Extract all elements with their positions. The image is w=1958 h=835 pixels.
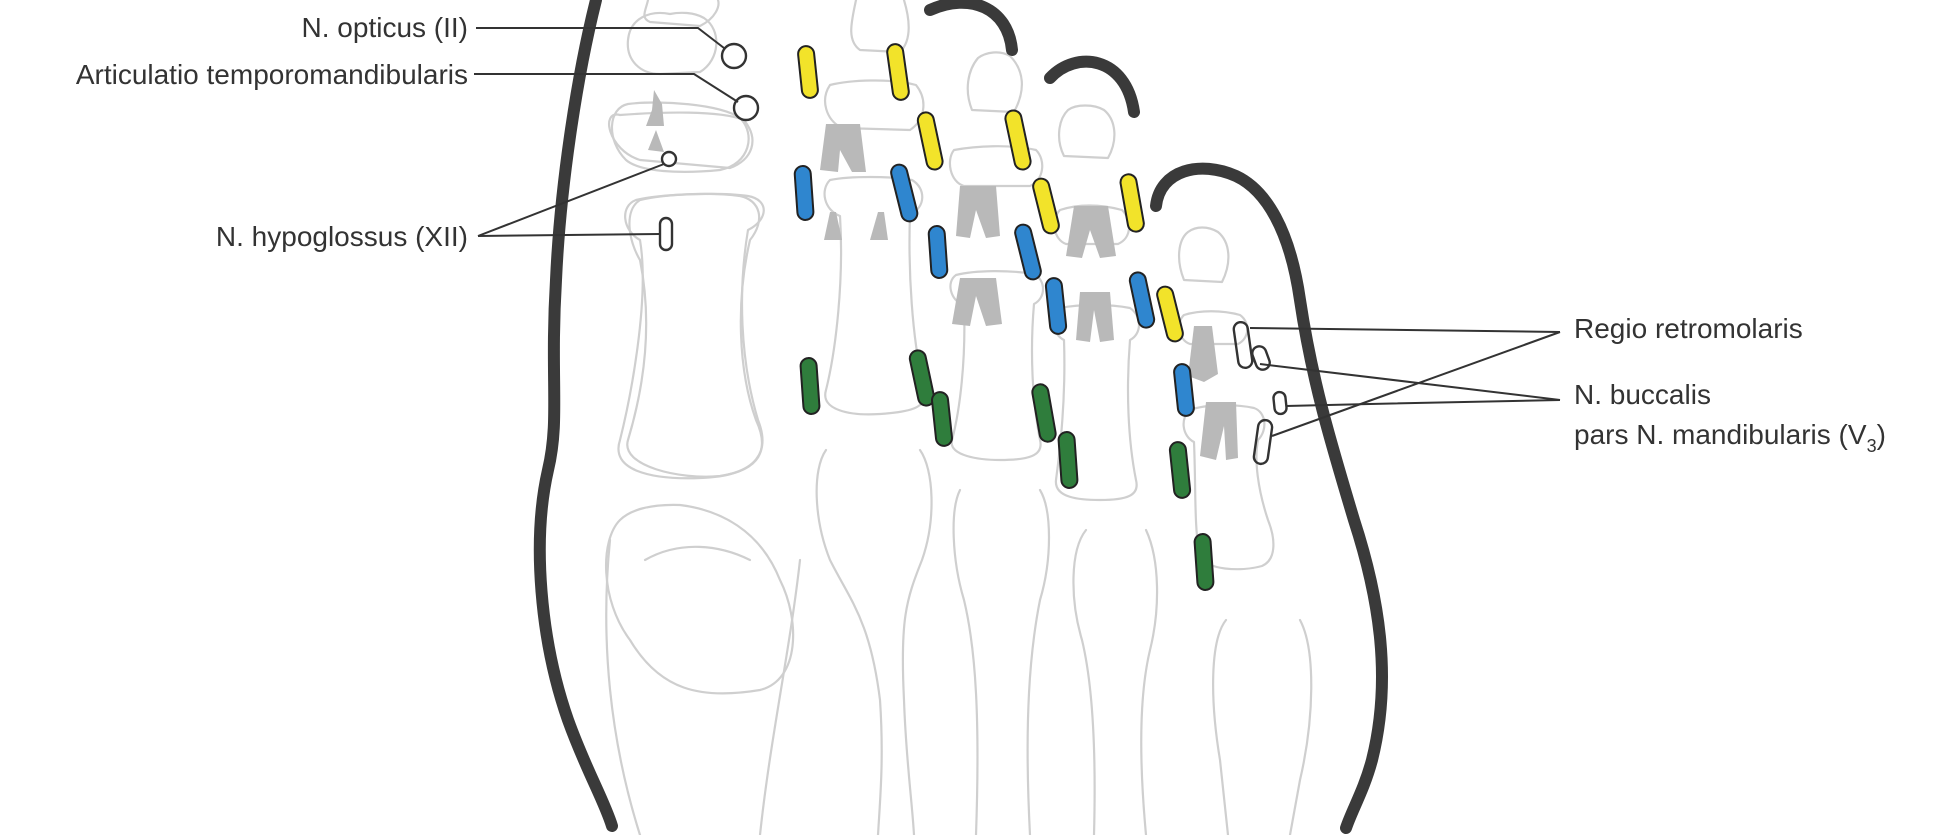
hypoglossus-marker-upper [662, 152, 676, 166]
contour-toe3-arc [1050, 62, 1134, 112]
label-buccalis-line2-main: pars N. mandibularis (V [1574, 419, 1867, 450]
label-opticus: N. opticus (II) [302, 12, 468, 43]
label-temporomandibularis: Articulatio temporomandibularis [76, 59, 468, 90]
temporomandibular-marker [734, 96, 758, 120]
contour-medial [540, 0, 612, 826]
contour-lateral [1156, 169, 1382, 828]
label-buccalis-subscript: 3 [1867, 436, 1877, 456]
yellow-segment [1004, 109, 1032, 171]
label-buccalis-line2: pars N. mandibularis (V3) [1574, 419, 1886, 456]
yellow-segment [1155, 285, 1184, 343]
blue-segment [1045, 277, 1067, 334]
label-buccalis-close: ) [1877, 419, 1886, 450]
retromolaris-leader-upper [1250, 328, 1560, 332]
green-segment [1169, 441, 1191, 498]
buccalis-marker-lower [1273, 391, 1287, 414]
green-segment [800, 358, 820, 415]
opticus-marker [722, 44, 746, 68]
green-segment [1058, 432, 1078, 489]
blue-segment [1128, 271, 1155, 329]
label-hypoglossus: N. hypoglossus (XII) [216, 221, 468, 252]
hypoglossus-marker-lower [660, 218, 672, 250]
yellow-segment [916, 111, 944, 171]
green-segment [931, 391, 953, 446]
contour-lines [540, 0, 1382, 828]
temporomandibularis-leader [474, 74, 738, 102]
yellow-segment [797, 45, 818, 98]
green-segment [1194, 534, 1214, 591]
buccalis-marker-upper [1250, 344, 1271, 371]
blue-segment [889, 163, 919, 223]
opticus-leader [476, 28, 724, 48]
yellow-segment [1031, 177, 1060, 235]
yellow-segment [886, 43, 910, 101]
blue-segment [794, 166, 814, 221]
green-segment [1031, 383, 1057, 443]
buccalis-leader-lower [1286, 400, 1560, 406]
labels: N. opticus (II) Articulatio temporomandi… [76, 12, 1886, 456]
label-buccalis-line1: N. buccalis [1574, 379, 1711, 410]
buccalis-leader-upper [1260, 364, 1560, 400]
label-retromolaris: Regio retromolaris [1574, 313, 1803, 344]
blue-segment [928, 226, 948, 279]
contour-toe2-arc [930, 3, 1012, 50]
yellow-segment [1119, 173, 1145, 233]
